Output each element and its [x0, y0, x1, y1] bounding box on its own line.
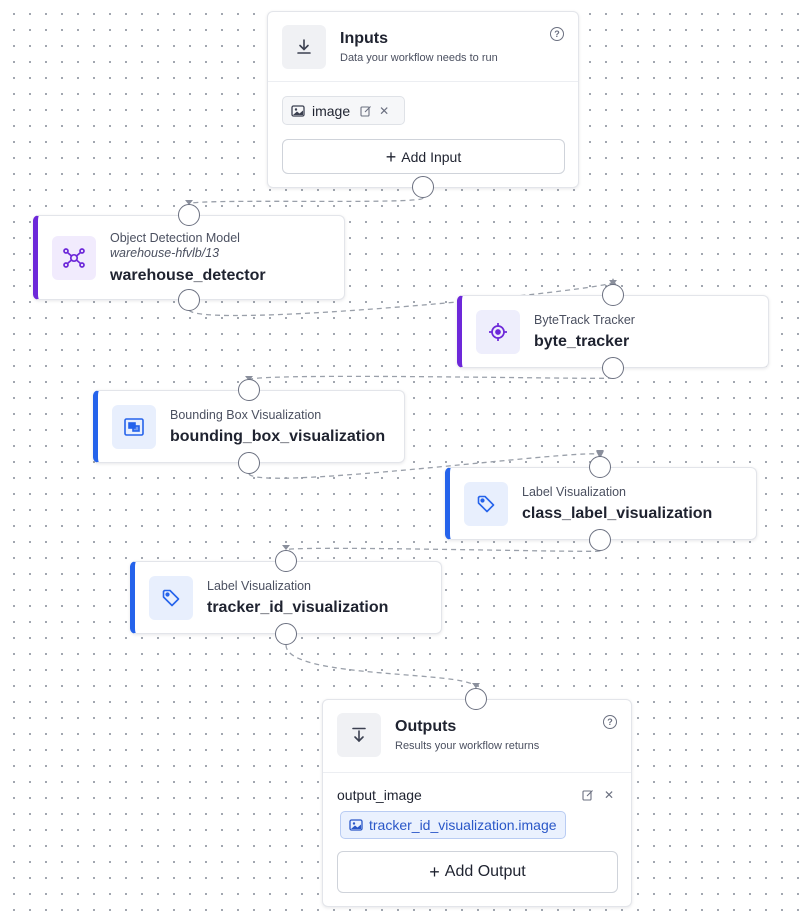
classlabel-in-port[interactable]: [589, 456, 611, 478]
tracker-out-port[interactable]: [602, 357, 624, 379]
outputs-in-port[interactable]: [465, 688, 487, 710]
wire-tracker-bbox: [248, 375, 614, 381]
node-name: tracker_id_visualization: [207, 598, 389, 616]
classlabel-out-port[interactable]: [589, 529, 611, 551]
node-name: class_label_visualization: [522, 504, 713, 522]
inputs-title: Inputs: [340, 30, 388, 47]
node-tracker-id-visualization[interactable]: Label Visualization tracker_id_visualiza…: [130, 561, 442, 634]
tag-icon: [149, 575, 193, 620]
question-circle-icon[interactable]: ?: [550, 27, 564, 41]
node-type: Object Detection Model: [110, 230, 240, 245]
output-item-name: output_image: [337, 787, 422, 803]
wire-trackerlabel-outputs: [285, 644, 477, 689]
tag-icon: [464, 481, 508, 526]
add-output-label: Add Output: [444, 863, 526, 880]
detector-out-port[interactable]: [178, 289, 200, 311]
x-icon[interactable]: ✕: [604, 788, 615, 802]
node-type: Label Visualization: [522, 484, 627, 499]
outputs-node[interactable]: Outputs Results your workflow returns ? …: [322, 699, 632, 907]
inputs-header: Inputs Data your workflow needs to run ?: [268, 12, 578, 82]
x-icon[interactable]: ✕: [379, 103, 390, 118]
node-name: bounding_box_visualization: [170, 427, 386, 445]
detector-in-port[interactable]: [178, 204, 200, 226]
input-chip-image[interactable]: image ✕: [282, 96, 405, 125]
input-chip-label: image: [312, 102, 351, 119]
wire-inputs-detector: [188, 197, 424, 205]
arrowhead-classlabel: [596, 450, 604, 455]
node-name: byte_tracker: [534, 332, 630, 350]
output-reference-label: tracker_id_visualization.image: [369, 817, 557, 833]
trackerlabel-out-port[interactable]: [275, 623, 297, 645]
output-reference-chip[interactable]: tracker_id_visualization.image: [340, 811, 566, 839]
inputs-node[interactable]: Inputs Data your workflow needs to run ?…: [267, 11, 579, 188]
inputs-out-port[interactable]: [412, 176, 434, 198]
crosshair-icon: [476, 309, 520, 354]
add-input-button[interactable]: + Add Input: [282, 139, 565, 174]
node-class-label-visualization[interactable]: Label Visualization class_label_visualiz…: [445, 467, 757, 540]
bounding-box-icon: [112, 404, 156, 449]
graph-node-icon: [52, 235, 96, 280]
bbox-in-port[interactable]: [238, 379, 260, 401]
image-icon: [291, 104, 305, 117]
outputs-subtitle: Results your workflow returns: [395, 740, 540, 752]
pencil-icon[interactable]: [360, 105, 372, 117]
outputs-title: Outputs: [395, 718, 457, 735]
node-warehouse-detector[interactable]: Object Detection Model warehouse-hfvlb/1…: [33, 215, 345, 300]
outputs-header: Outputs Results your workflow returns ?: [323, 700, 631, 773]
node-type: ByteTrack Tracker: [534, 312, 635, 327]
tracker-in-port[interactable]: [602, 284, 624, 306]
image-icon: [349, 819, 363, 831]
node-type: Label Visualization: [207, 578, 312, 593]
node-bounding-box-visualization[interactable]: Bounding Box Visualization bounding_box_…: [93, 390, 405, 463]
node-type: Bounding Box Visualization: [170, 407, 322, 422]
trackerlabel-in-port[interactable]: [275, 550, 297, 572]
download-icon: [282, 25, 326, 69]
download-bar-icon: [337, 713, 381, 757]
bbox-out-port[interactable]: [238, 452, 260, 474]
add-output-button[interactable]: + Add Output: [337, 851, 618, 893]
plus-icon: +: [385, 146, 397, 167]
node-model-id: warehouse-hfvlb/13: [110, 245, 220, 260]
pencil-icon[interactable]: [582, 789, 594, 801]
add-input-label: Add Input: [401, 148, 462, 165]
question-circle-icon[interactable]: ?: [603, 715, 617, 729]
wire-classlabel-trackerlabel: [285, 547, 601, 552]
plus-icon: +: [429, 862, 440, 882]
inputs-subtitle: Data your workflow needs to run: [340, 52, 498, 64]
node-name: warehouse_detector: [110, 266, 266, 284]
